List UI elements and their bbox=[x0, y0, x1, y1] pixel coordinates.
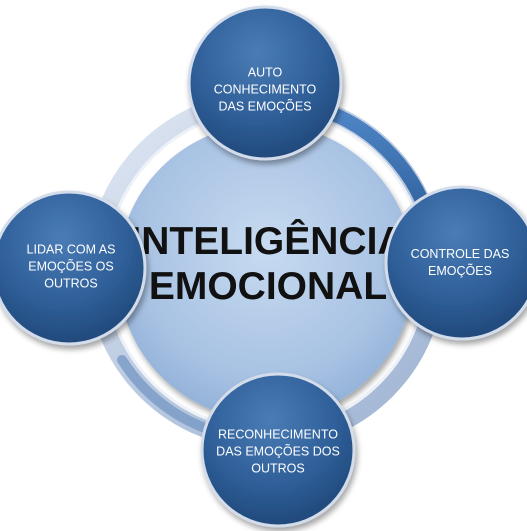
node-bottom: RECONHECIMENTO DAS EMOÇÕES DOS OUTROS bbox=[200, 372, 356, 528]
node-left-label: LIDAR COM AS EMOÇÕES OS OUTROS bbox=[27, 242, 116, 290]
node-right-label: CONTROLE DAS EMOÇÕES bbox=[411, 247, 510, 278]
node-bottom-label: RECONHECIMENTO DAS EMOÇÕES DOS OUTROS bbox=[216, 427, 340, 475]
node-left-circle bbox=[0, 190, 147, 346]
node-top-label: AUTO CONHECIMENTO DAS EMOÇÕES bbox=[214, 65, 317, 113]
node-bottom-label-line: OUTROS bbox=[251, 461, 304, 475]
node-top-label-line: AUTO bbox=[248, 65, 283, 79]
node-left-label-line: LIDAR COM AS bbox=[27, 242, 116, 256]
node-bottom-circle bbox=[200, 372, 356, 528]
node-right-label-line: CONTROLE DAS bbox=[411, 247, 510, 261]
center-circle bbox=[118, 124, 414, 420]
node-bottom-label-line: RECONHECIMENTO bbox=[218, 427, 338, 441]
center-title-line: INTELIGÊNCIA bbox=[130, 219, 405, 263]
node-top-label-line: DAS EMOÇÕES bbox=[218, 98, 311, 113]
node-right: CONTROLE DAS EMOÇÕES bbox=[384, 185, 527, 341]
node-top: AUTO CONHECIMENTO DAS EMOÇÕES bbox=[187, 5, 343, 161]
center-title-line: EMOCIONAL bbox=[149, 265, 387, 308]
node-left: LIDAR COM AS EMOÇÕES OS OUTROS bbox=[0, 190, 147, 346]
node-bottom-label-line: DAS EMOÇÕES DOS bbox=[216, 443, 340, 458]
node-right-circle bbox=[384, 185, 527, 341]
node-top-circle bbox=[187, 5, 343, 161]
node-left-label-line: OUTROS bbox=[44, 276, 97, 290]
node-top-label-line: CONHECIMENTO bbox=[214, 82, 317, 96]
ring-accent-arc-lower bbox=[117, 355, 210, 433]
node-left-label-line: EMOÇÕES OS bbox=[28, 258, 113, 273]
node-right-label-line: EMOÇÕES bbox=[428, 263, 492, 278]
